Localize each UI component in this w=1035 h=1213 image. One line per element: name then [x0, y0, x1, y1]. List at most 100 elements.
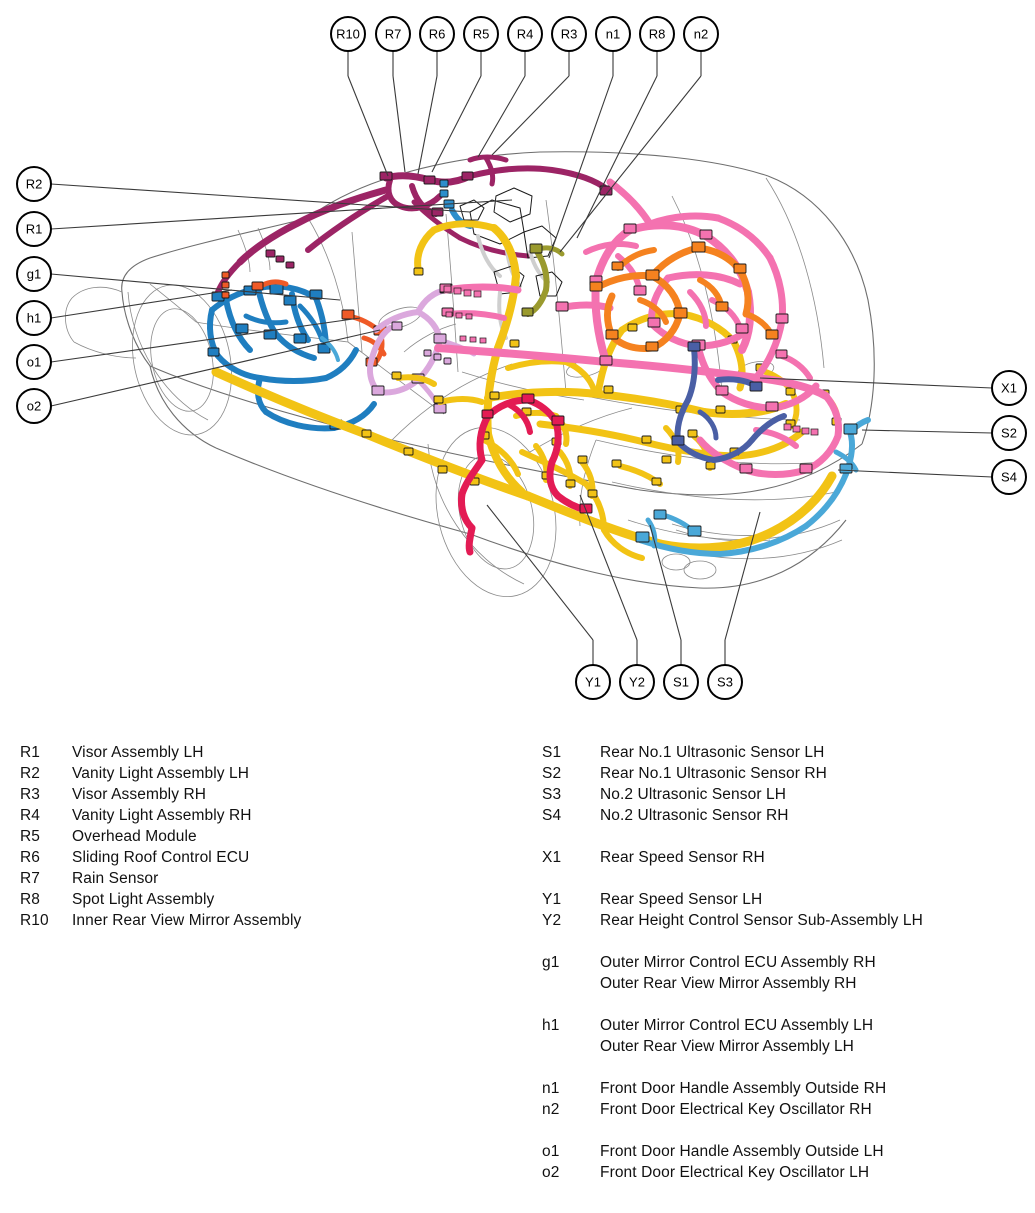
legend-label: Spot Light Assembly [72, 891, 215, 908]
legend-label: Visor Assembly RH [72, 786, 207, 803]
callout-label: X1 [1001, 381, 1017, 396]
legend-label: Sliding Roof Control ECU [72, 849, 250, 866]
callout-circle [16, 211, 52, 247]
callout-circle [16, 388, 52, 424]
callout-label: Y1 [585, 675, 601, 690]
callout-circle [707, 664, 743, 700]
callout-n2[interactable]: n2 [683, 16, 719, 52]
callout-r6[interactable]: R6 [419, 16, 455, 52]
callout-r3[interactable]: R3 [551, 16, 587, 52]
callout-label: S4 [1001, 470, 1017, 485]
callout-circle [595, 16, 631, 52]
callout-label: R7 [385, 27, 402, 42]
callout-circle [639, 16, 675, 52]
callout-circle [991, 415, 1027, 451]
callout-label: h1 [27, 311, 41, 326]
callout-circle [663, 664, 699, 700]
legend-code: R3 [20, 786, 41, 803]
legend-label: Rear Height Control Sensor Sub-Assembly … [600, 912, 923, 929]
callout-circle [463, 16, 499, 52]
callout-circle [16, 344, 52, 380]
harness-orange [589, 241, 779, 352]
legend-label: No.2 Ultrasonic Sensor LH [600, 786, 786, 803]
legend-label: Outer Mirror Control ECU Assembly RH [600, 954, 876, 971]
callout-circle [683, 16, 719, 52]
legend-code: h1 [542, 1017, 560, 1034]
callout-circle [507, 16, 543, 52]
legend-label: Vanity Light Assembly LH [72, 765, 250, 782]
callout-r2[interactable]: R2 [16, 166, 52, 202]
callout-label: R1 [26, 222, 43, 237]
legend-code: o1 [542, 1143, 560, 1160]
legend-code: S1 [542, 744, 562, 761]
callout-r7[interactable]: R7 [375, 16, 411, 52]
callout-h1[interactable]: h1 [16, 300, 52, 336]
leader-lines [50, 51, 993, 665]
callout-circle [16, 166, 52, 202]
callout-r5[interactable]: R5 [463, 16, 499, 52]
legend-code: R5 [20, 828, 41, 845]
callout-r4[interactable]: R4 [507, 16, 543, 52]
legend-code: R2 [20, 765, 41, 782]
legend-code: R6 [20, 849, 41, 866]
callout-x1[interactable]: X1 [991, 370, 1027, 406]
legend-label: Rain Sensor [72, 870, 159, 887]
callout-s1[interactable]: S1 [663, 664, 699, 700]
legend-code: o2 [542, 1164, 560, 1181]
harness-front-door-blue [207, 271, 387, 432]
legend-label: Rear No.1 Ultrasonic Sensor RH [600, 765, 827, 782]
legend-code: g1 [542, 954, 560, 971]
callout-label: R4 [517, 27, 534, 42]
callout-circle [375, 16, 411, 52]
legend-code: Y1 [542, 891, 562, 908]
legend-label: Front Door Handle Assembly Outside RH [600, 1080, 887, 1097]
callout-g1[interactable]: g1 [16, 256, 52, 292]
callout-r10[interactable]: R10 [330, 16, 366, 52]
legend-label: Vanity Light Assembly RH [72, 807, 252, 824]
callout-label: S2 [1001, 426, 1017, 441]
callout-y1[interactable]: Y1 [575, 664, 611, 700]
legend-label: Inner Rear View Mirror Assembly [72, 912, 302, 929]
legend-code: R1 [20, 744, 41, 761]
legend-label: Rear Speed Sensor LH [600, 891, 763, 908]
legend-label: Front Door Handle Assembly Outside LH [600, 1143, 884, 1160]
callout-label: o2 [27, 399, 41, 414]
callout-circle [551, 16, 587, 52]
callout-label: R5 [473, 27, 490, 42]
harness-olive [521, 243, 565, 317]
callout-label: n1 [606, 27, 620, 42]
harness-crimson [458, 393, 593, 556]
callout-circle [619, 664, 655, 700]
legend-code: R7 [20, 870, 41, 887]
callout-s3[interactable]: S3 [707, 664, 743, 700]
callout-n1[interactable]: n1 [595, 16, 631, 52]
callout-circle [16, 256, 52, 292]
callout-label: g1 [27, 267, 41, 282]
callout-circle [16, 300, 52, 336]
callout-label: R2 [26, 177, 43, 192]
callout-o1[interactable]: o1 [16, 344, 52, 380]
legend-label: Rear No.1 Ultrasonic Sensor LH [600, 744, 825, 761]
legend-code: R10 [20, 912, 49, 929]
callout-circle [330, 16, 366, 52]
callout-label: R3 [561, 27, 578, 42]
callout-o2[interactable]: o2 [16, 388, 52, 424]
legend-sublabel: Outer Rear View Mirror Assembly LH [600, 1038, 854, 1055]
callout-y2[interactable]: Y2 [619, 664, 655, 700]
legend-code: R4 [20, 807, 41, 824]
callout-label: o1 [27, 355, 41, 370]
legend-code: S2 [542, 765, 562, 782]
callout-label: R6 [429, 27, 446, 42]
callout-r8[interactable]: R8 [639, 16, 675, 52]
callout-circle [991, 459, 1027, 495]
callout-s4[interactable]: S4 [991, 459, 1027, 495]
callout-s2[interactable]: S2 [991, 415, 1027, 451]
callout-label: S3 [717, 675, 733, 690]
legend-label: Outer Mirror Control ECU Assembly LH [600, 1017, 874, 1034]
callout-label: n2 [694, 27, 708, 42]
callout-label: R8 [649, 27, 666, 42]
legend-label: No.2 Ultrasonic Sensor RH [600, 807, 789, 824]
callout-r1[interactable]: R1 [16, 211, 52, 247]
legend-code: R8 [20, 891, 41, 908]
